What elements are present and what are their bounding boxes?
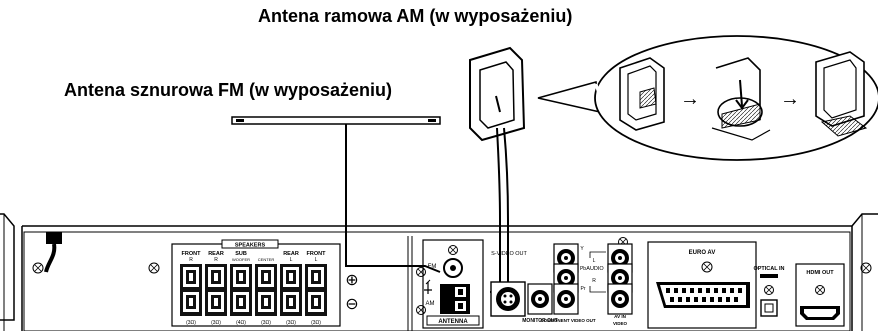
ground-icon	[424, 279, 432, 294]
am-antenna-caption: Antena ramowa AM (w wyposażeniu)	[258, 6, 573, 26]
svg-text:Pb: Pb	[580, 266, 586, 272]
svg-text:(3Ω): (3Ω)	[211, 320, 221, 326]
speakers-section: SPEAKERS FRONT R (3Ω) REAR R (3Ω)	[171, 239, 359, 327]
negative-terminal-icon: ⊖	[345, 296, 358, 313]
screw-icon	[764, 285, 774, 295]
monitor-out-jack: MONITOR OUT	[522, 283, 558, 324]
svg-text:FRONT: FRONT	[182, 251, 202, 257]
svg-text:VIDEO: VIDEO	[613, 321, 628, 326]
svg-text:AUDIO: AUDIO	[586, 266, 604, 272]
speakers-group-label: SPEAKERS	[235, 243, 266, 249]
svg-text:L: L	[593, 258, 596, 264]
svg-text:ANTENNA: ANTENNA	[438, 319, 468, 325]
svg-text:Pr: Pr	[581, 286, 586, 292]
svg-text:OPTICAL IN: OPTICAL IN	[753, 266, 784, 272]
screw-icon	[860, 262, 872, 274]
screw-icon	[148, 262, 160, 274]
optical-in-jack: OPTICAL IN	[753, 266, 785, 317]
speaker-terminal-front-l: FRONT L (3Ω)	[305, 251, 327, 326]
positive-terminal-icon: ⊕	[345, 272, 358, 289]
svg-text:MONITOR OUT: MONITOR OUT	[522, 318, 557, 324]
svg-text:L: L	[315, 257, 318, 263]
av-in-section: AUDIO L R AV IN VIDEO	[586, 243, 633, 326]
svg-text:(3Ω): (3Ω)	[261, 320, 271, 326]
antenna-section: FM AM ANTENNA	[422, 239, 484, 329]
speaker-terminal-subwoofer: SUB WOOFER (4Ω)	[230, 251, 252, 326]
receiver-rear-panel: SPEAKERS FRONT R (3Ω) REAR R (3Ω)	[0, 213, 878, 331]
svg-text:L: L	[290, 257, 293, 263]
screw-icon	[701, 261, 713, 273]
svg-text:AM: AM	[426, 301, 435, 307]
screw-icon	[32, 262, 44, 274]
screw-icon	[416, 267, 426, 277]
screw-icon	[416, 305, 426, 315]
assembly-step-1	[619, 57, 665, 131]
svg-text:(3Ω): (3Ω)	[286, 320, 296, 326]
svg-text:R: R	[214, 257, 218, 263]
svg-text:R: R	[189, 257, 193, 263]
svg-text:FM: FM	[428, 264, 437, 270]
speaker-terminal-front-r: FRONT R (3Ω)	[180, 251, 202, 326]
screw-icon	[815, 285, 825, 295]
assembly-callout: → →	[537, 35, 878, 161]
svg-text:HDMI OUT: HDMI OUT	[806, 270, 834, 276]
svg-text:EURO AV: EURO AV	[689, 250, 716, 256]
svg-text:R: R	[592, 278, 596, 284]
speaker-terminal-rear-r: REAR R (3Ω)	[205, 251, 227, 326]
euro-av-scart: EURO AV	[647, 241, 757, 329]
svg-text:REAR: REAR	[208, 251, 224, 257]
svg-text:(3Ω): (3Ω)	[311, 320, 321, 326]
svg-text:COMPONENT VIDEO OUT: COMPONENT VIDEO OUT	[540, 318, 596, 323]
screw-icon	[448, 245, 458, 255]
fm-wire-antenna	[231, 116, 441, 273]
svg-text:FRONT: FRONT	[307, 251, 327, 257]
speaker-terminal-center: CENTER (3Ω)	[255, 257, 277, 326]
arrow-right-icon: →	[680, 88, 700, 110]
svg-text:WOOFER: WOOFER	[232, 257, 250, 262]
svg-text:(3Ω): (3Ω)	[186, 320, 196, 326]
svg-text:Y: Y	[580, 246, 584, 252]
video-out-section: S-VIDEO OUT MONITOR OUT Y	[490, 243, 596, 324]
fm-antenna-caption: Antena sznurowa FM (w wyposażeniu)	[64, 80, 393, 100]
component-video-jacks: Y Pb Pr COMPONENT VIDEO OUT	[540, 243, 596, 323]
hdmi-out-jack: HDMI OUT	[795, 263, 845, 327]
svg-text:S-VIDEO OUT: S-VIDEO OUT	[491, 251, 527, 257]
svg-text:CENTER: CENTER	[258, 257, 275, 262]
power-cord	[44, 232, 62, 273]
am-loop-antenna	[469, 46, 526, 303]
s-video-jack	[490, 281, 526, 317]
svg-text:SUB: SUB	[235, 251, 247, 257]
svg-text:(4Ω): (4Ω)	[236, 320, 246, 326]
assembly-step-2	[711, 57, 771, 141]
svg-text:AV IN: AV IN	[614, 314, 626, 319]
assembly-step-3	[815, 51, 868, 137]
speaker-terminal-rear-l: REAR L (3Ω)	[280, 251, 302, 326]
arrow-right-icon: →	[780, 88, 800, 110]
svg-text:REAR: REAR	[283, 251, 299, 257]
